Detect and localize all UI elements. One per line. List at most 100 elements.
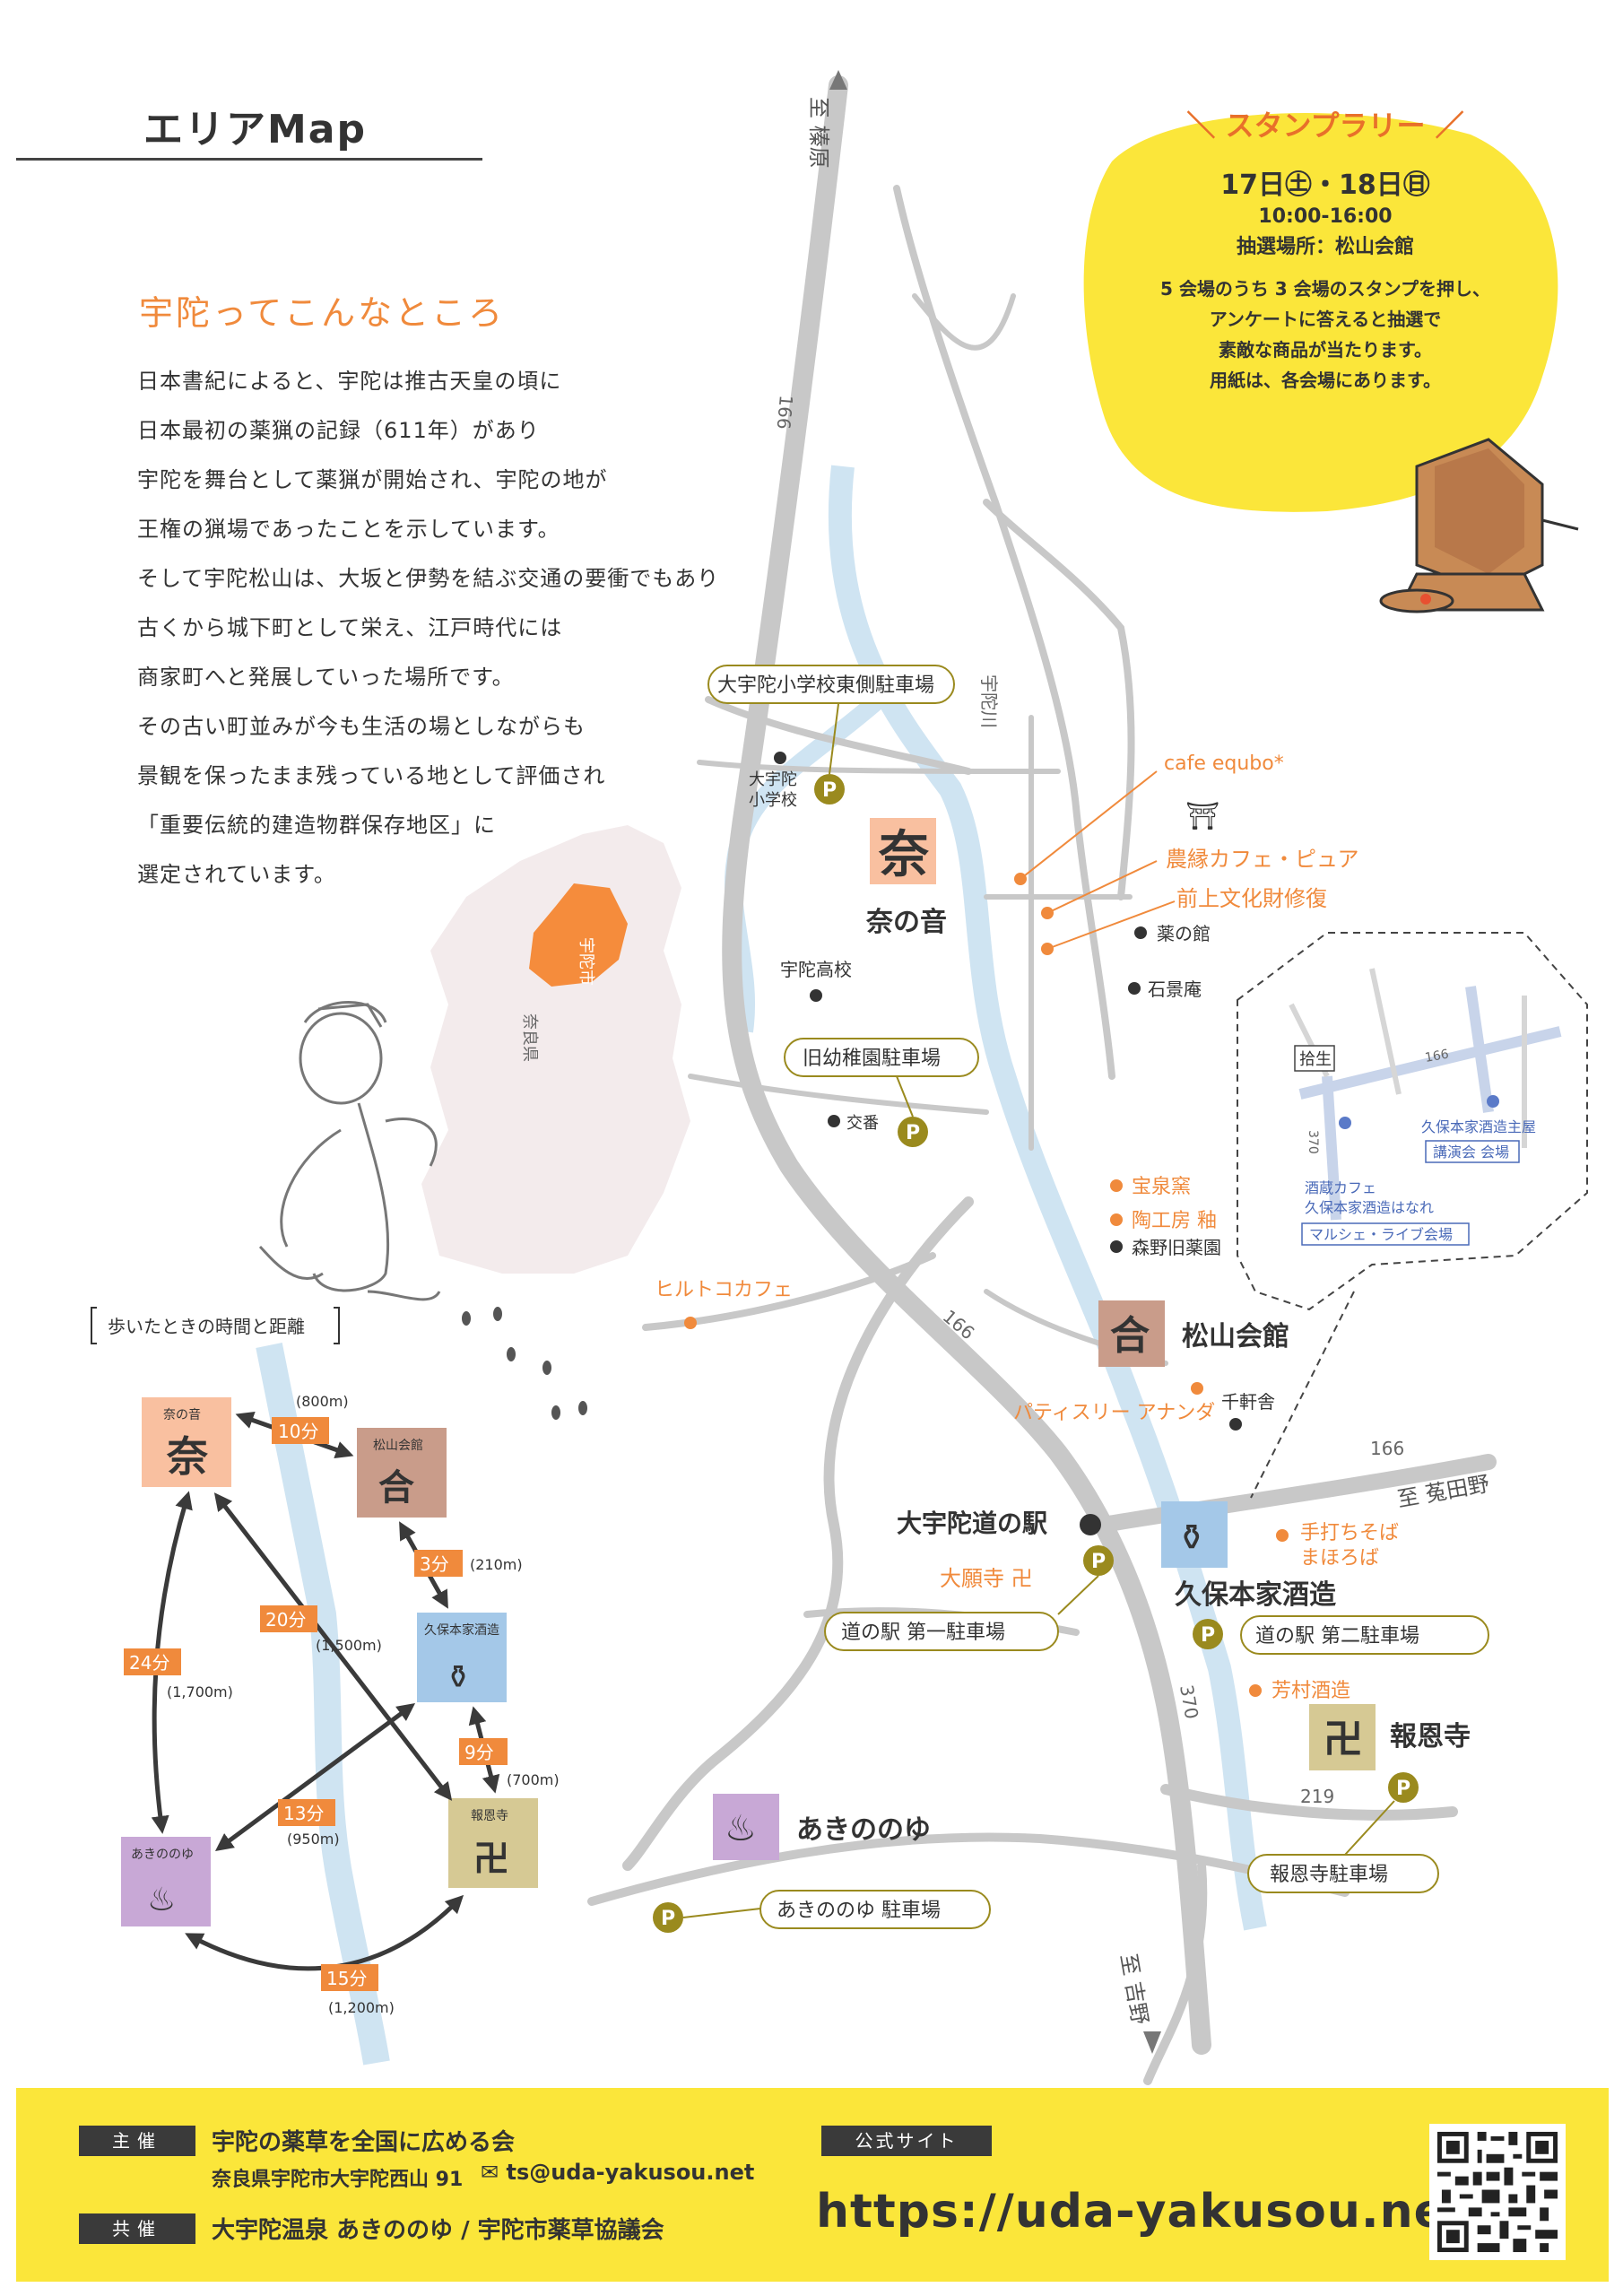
- inset-map-border: [1237, 932, 1588, 1311]
- walk-time-3: 20分: [265, 1609, 306, 1631]
- high-school-label: 宇陀高校: [780, 959, 852, 980]
- intro-line: 古くから城下町として栄え、江戸時代には: [137, 615, 563, 640]
- morino-marker: [1110, 1240, 1123, 1253]
- co-host-badge: 共催: [79, 2213, 195, 2244]
- host-badge: 主催: [79, 2126, 195, 2156]
- nara-pref-label: 奈良県: [520, 1013, 539, 1062]
- inset-kubo-main-label: 久保本家酒造主屋: [1421, 1118, 1536, 1135]
- parking-hoonji-icon: [1388, 1772, 1419, 1803]
- soba-marker: [1276, 1529, 1289, 1542]
- stamp-rally-time: 10:00-16:00: [1258, 205, 1393, 228]
- naone-venue-label: 奈の音: [865, 907, 947, 938]
- intro-line: 王権の猟場であったことを示しています。: [137, 517, 560, 542]
- stamp-rally-title: ＼ スタンプラリー ／: [1186, 109, 1464, 143]
- high-school-marker: [810, 989, 822, 1002]
- parking-michinoeki1-box[interactable]: [824, 1612, 1059, 1651]
- stamp-desc-line: アンケートに答えると抽選で: [1209, 309, 1442, 330]
- naone-venue-mark: 奈: [878, 826, 929, 884]
- walk-time-badge: [414, 1550, 463, 1577]
- naone-venue-marker: [870, 818, 936, 884]
- walk-dist-7: (1,200m): [328, 1999, 395, 2016]
- walk-hoonji-mark: 卍: [473, 1839, 509, 1880]
- parking-east-school-icon: [814, 774, 845, 804]
- road-east-166: [1095, 1454, 1497, 1533]
- title-underline: [16, 158, 482, 161]
- road-town-3: [705, 696, 972, 775]
- stamp-desc-line: 5 会場のうち 3 会場のスタンプを押し、: [1159, 278, 1491, 300]
- parking-michinoeki1-icon: [1083, 1545, 1114, 1576]
- inset-cafe-label-2: 久保本家酒造はなれ: [1305, 1199, 1434, 1216]
- parking-michinoeki1-p: P: [1091, 1551, 1106, 1573]
- hoonji-venue-mark: 卍: [1324, 1717, 1363, 1762]
- walk-route-akinonoyu-kubomoto: [214, 1703, 416, 1851]
- site-url-link[interactable]: https://uda-yakusou.net: [816, 2185, 1470, 2239]
- parking-kindergarten-box[interactable]: [784, 1038, 979, 1077]
- matsuyama-venue-label: 松山会館: [1182, 1321, 1289, 1352]
- hirutoko-label: ヒルトコカフェ: [655, 1279, 793, 1301]
- route-166-main: [722, 75, 1211, 2055]
- hojun-marker: [1249, 1684, 1262, 1697]
- walk-time-4: 24分: [129, 1652, 169, 1674]
- intro-line: 宇陀を舞台として薬猟が開始され、宇陀の地が: [137, 467, 608, 492]
- intro-body: 日本書紀によると、宇陀は推古天皇の頃に 日本最初の薬猟の記録（611年）があり …: [137, 357, 719, 900]
- inset-kubo-main-marker: [1487, 1095, 1499, 1108]
- stamp-desc-line: 素敵な商品が当たります。: [1219, 339, 1432, 361]
- koban-marker: [828, 1115, 840, 1127]
- lottery-drum-illustration: [1379, 438, 1579, 613]
- walk-naone-mark: 奈: [166, 1432, 208, 1481]
- inset-shusei-label: 拾生: [1299, 1050, 1332, 1069]
- stamp-rally-info: ＼ スタンプラリー ／ 17日㊏・18日㊐ 10:00-16:00 抽選場所：松…: [1092, 103, 1558, 396]
- parking-hoonji-label: 報恩寺駐車場: [1270, 1864, 1388, 1886]
- morino-label: 森野旧薬園: [1132, 1237, 1221, 1258]
- parking-east-school-box[interactable]: [707, 665, 955, 704]
- inset-road-3: [1465, 986, 1494, 1113]
- walk-naone-label: 奈の音: [163, 1407, 201, 1422]
- matsuyama-venue-marker: [1098, 1300, 1165, 1367]
- matsuyama-venue-mark: 合: [1110, 1313, 1150, 1359]
- hoonji-venue-label: 報恩寺: [1390, 1721, 1471, 1752]
- inset-lecture-box: [1425, 1140, 1520, 1163]
- co-host-name: 大宇陀温泉 あきののゆ / 宇陀市薬草協議会: [212, 2217, 664, 2244]
- parking-kindergarten-leader: [896, 1075, 914, 1118]
- cafe-equbo-label: cafe equbo*: [1164, 752, 1284, 775]
- inset-road-5: [1369, 968, 1402, 1095]
- walk-time-7: 15分: [326, 1968, 367, 1989]
- walking-man-illustration: [258, 1001, 441, 1301]
- inset-road-370: [1322, 1075, 1341, 1221]
- road-town-4: [697, 760, 1061, 774]
- intro-line: 日本書紀によると、宇陀は推古天皇の頃に: [137, 369, 562, 394]
- hosengama-label: 宝泉窯: [1132, 1176, 1191, 1198]
- walk-hoonji-label: 報恩寺: [471, 1809, 508, 1823]
- kusuri-marker: [1134, 926, 1147, 939]
- parking-akinonoyu-icon: [653, 1902, 683, 1933]
- stamp-desc-line: 用紙は、各会場にあります。: [1210, 370, 1441, 391]
- walk-time-badge: [260, 1605, 317, 1632]
- hirutoko-marker: [684, 1317, 697, 1329]
- daiganji-label: 大願寺 卍: [940, 1566, 1033, 1591]
- yu-marker: [1110, 1213, 1123, 1226]
- sekkei-marker: [1128, 982, 1141, 995]
- parking-akinonoyu-leader: [682, 1908, 761, 1918]
- area-map: 宇陀市 奈良県 至 榛原 166 166 166 至 菟田野 370 219 至…: [91, 70, 1588, 2085]
- parking-michinoeki2-box[interactable]: [1240, 1615, 1489, 1655]
- parking-hoonji-box[interactable]: [1247, 1854, 1439, 1893]
- host-email-link[interactable]: ✉ ts@uda-yakusou.net: [481, 2160, 755, 2185]
- kubomoto-venue-marker: [1161, 1501, 1228, 1568]
- michinoeki-label: 大宇陀道の駅: [897, 1509, 1047, 1538]
- walk-time-badge: [321, 1964, 378, 1991]
- stamp-rally-date: 17日㊏・18日㊐: [1220, 170, 1430, 201]
- parking-akinonoyu-p: P: [661, 1908, 675, 1930]
- parking-akinonoyu-box[interactable]: [759, 1890, 991, 1929]
- footprints-decoration: [462, 1307, 587, 1420]
- parking-east-school-label: 大宇陀小学校東側駐車場: [717, 674, 934, 697]
- yu-label: 陶工房 釉: [1132, 1210, 1217, 1232]
- walk-dist-4: (1,700m): [167, 1683, 233, 1700]
- walk-time-badge: [272, 1417, 329, 1444]
- intro-title: 宇陀ってこんなところ: [139, 293, 506, 333]
- walk-time-5: 9分: [464, 1742, 494, 1763]
- walk-dist-1: (800m): [296, 1393, 349, 1410]
- north-direction-label: 至 榛原: [806, 97, 831, 169]
- road-219: [1160, 1784, 1458, 1821]
- uda-river: [828, 465, 1267, 1931]
- parking-kindergarten-p: P: [906, 1122, 920, 1144]
